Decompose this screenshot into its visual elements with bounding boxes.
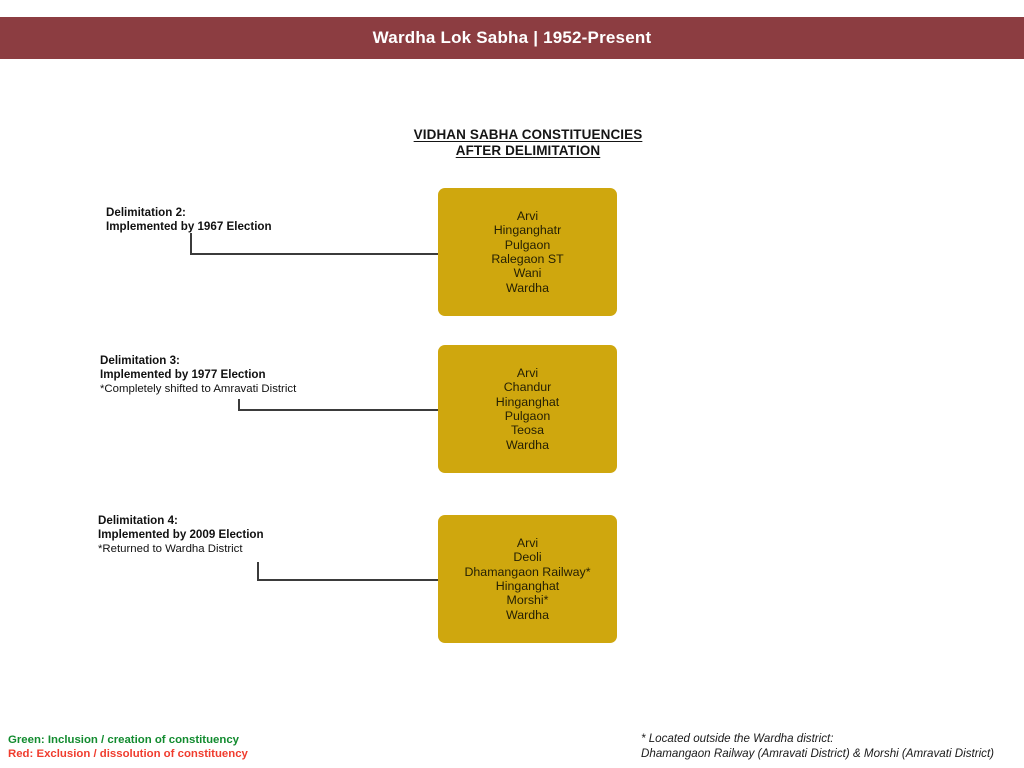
constituency-item: Wardha xyxy=(506,607,549,622)
delimitation-label-4-title: Delimitation 4: xyxy=(98,514,178,527)
constituency-item: Morshi* xyxy=(506,593,549,608)
delimitation-label-2: Delimitation 2: Implemented by 1967 Elec… xyxy=(106,206,272,234)
constituency-item: Pulgaon xyxy=(504,237,551,252)
footnote-line-2: Dhamangaon Railway (Amravati District) &… xyxy=(641,747,995,760)
section-heading: VIDHAN SABHA CONSTITUENCIES AFTER DELIMI… xyxy=(378,127,678,158)
constituency-item: Pulgaon xyxy=(504,409,551,423)
header-bar: Wardha Lok Sabha | 1952-Present xyxy=(0,17,1024,59)
constituency-box-delimitation-3: Arvi Chandur Hinganghat Pulgaon Teosa Wa… xyxy=(438,345,617,473)
constituency-item: Ralegaon ST xyxy=(491,252,564,266)
connector-3-vertical xyxy=(238,399,240,410)
delimitation-label-2-title: Delimitation 2: xyxy=(106,206,186,219)
constituency-item: Dhamangaon Railway* xyxy=(464,564,591,579)
constituency-item: Hinganghatr xyxy=(493,223,562,238)
constituency-item: Wani xyxy=(513,266,542,281)
section-heading-line-2: AFTER DELIMITATION xyxy=(455,142,601,158)
constituency-item: Arvi xyxy=(516,535,539,550)
delimitation-label-3: Delimitation 3: Implemented by 1977 Elec… xyxy=(100,354,296,397)
constituency-item: Teosa xyxy=(510,423,545,438)
constituency-item: Hinganghat xyxy=(495,394,560,409)
footnote-line-1: * Located outside the Wardha district: xyxy=(641,732,834,745)
delimitation-label-3-title: Delimitation 3: xyxy=(100,354,180,367)
delimitation-label-4-subtitle: Implemented by 2009 Election xyxy=(98,528,264,542)
delimitation-label-4: Delimitation 4: Implemented by 2009 Elec… xyxy=(98,514,264,557)
constituency-box-delimitation-4: Arvi Deoli Dhamangaon Railway* Hingangha… xyxy=(438,515,617,643)
constituency-item: Arvi xyxy=(516,365,539,380)
legend-exclusion: Red: Exclusion / dissolution of constitu… xyxy=(8,748,248,761)
delimitation-label-2-subtitle: Implemented by 1967 Election xyxy=(106,220,272,234)
legend-inclusion: Green: Inclusion / creation of constitue… xyxy=(8,734,240,746)
footnote: * Located outside the Wardha district: D… xyxy=(641,731,994,761)
constituency-item: Wardha xyxy=(506,280,549,295)
constituency-item: Arvi xyxy=(516,208,539,223)
delimitation-label-3-note: *Completely shifted to Amravati District xyxy=(100,383,297,396)
connector-4-horizontal xyxy=(257,579,439,581)
constituency-box-delimitation-2: Arvi Hinganghatr Pulgaon Ralegaon ST Wan… xyxy=(438,188,617,316)
connector-3-horizontal xyxy=(238,409,439,411)
constituency-item: Deoli xyxy=(513,550,542,565)
connector-4-vertical xyxy=(257,562,259,580)
legend: Green: Inclusion / creation of constitue… xyxy=(8,733,248,762)
delimitation-label-4-note: *Returned to Wardha District xyxy=(98,543,243,556)
constituency-item: Hinganghat xyxy=(495,579,560,593)
page-title: Wardha Lok Sabha | 1952-Present xyxy=(372,28,652,47)
connector-2-vertical xyxy=(190,233,192,254)
section-heading-line-1: VIDHAN SABHA CONSTITUENCIES xyxy=(413,127,643,142)
connector-2-horizontal xyxy=(190,253,439,255)
constituency-item: Chandur xyxy=(503,380,552,395)
constituency-item: Wardha xyxy=(506,437,549,452)
delimitation-label-3-subtitle: Implemented by 1977 Election xyxy=(100,368,266,382)
